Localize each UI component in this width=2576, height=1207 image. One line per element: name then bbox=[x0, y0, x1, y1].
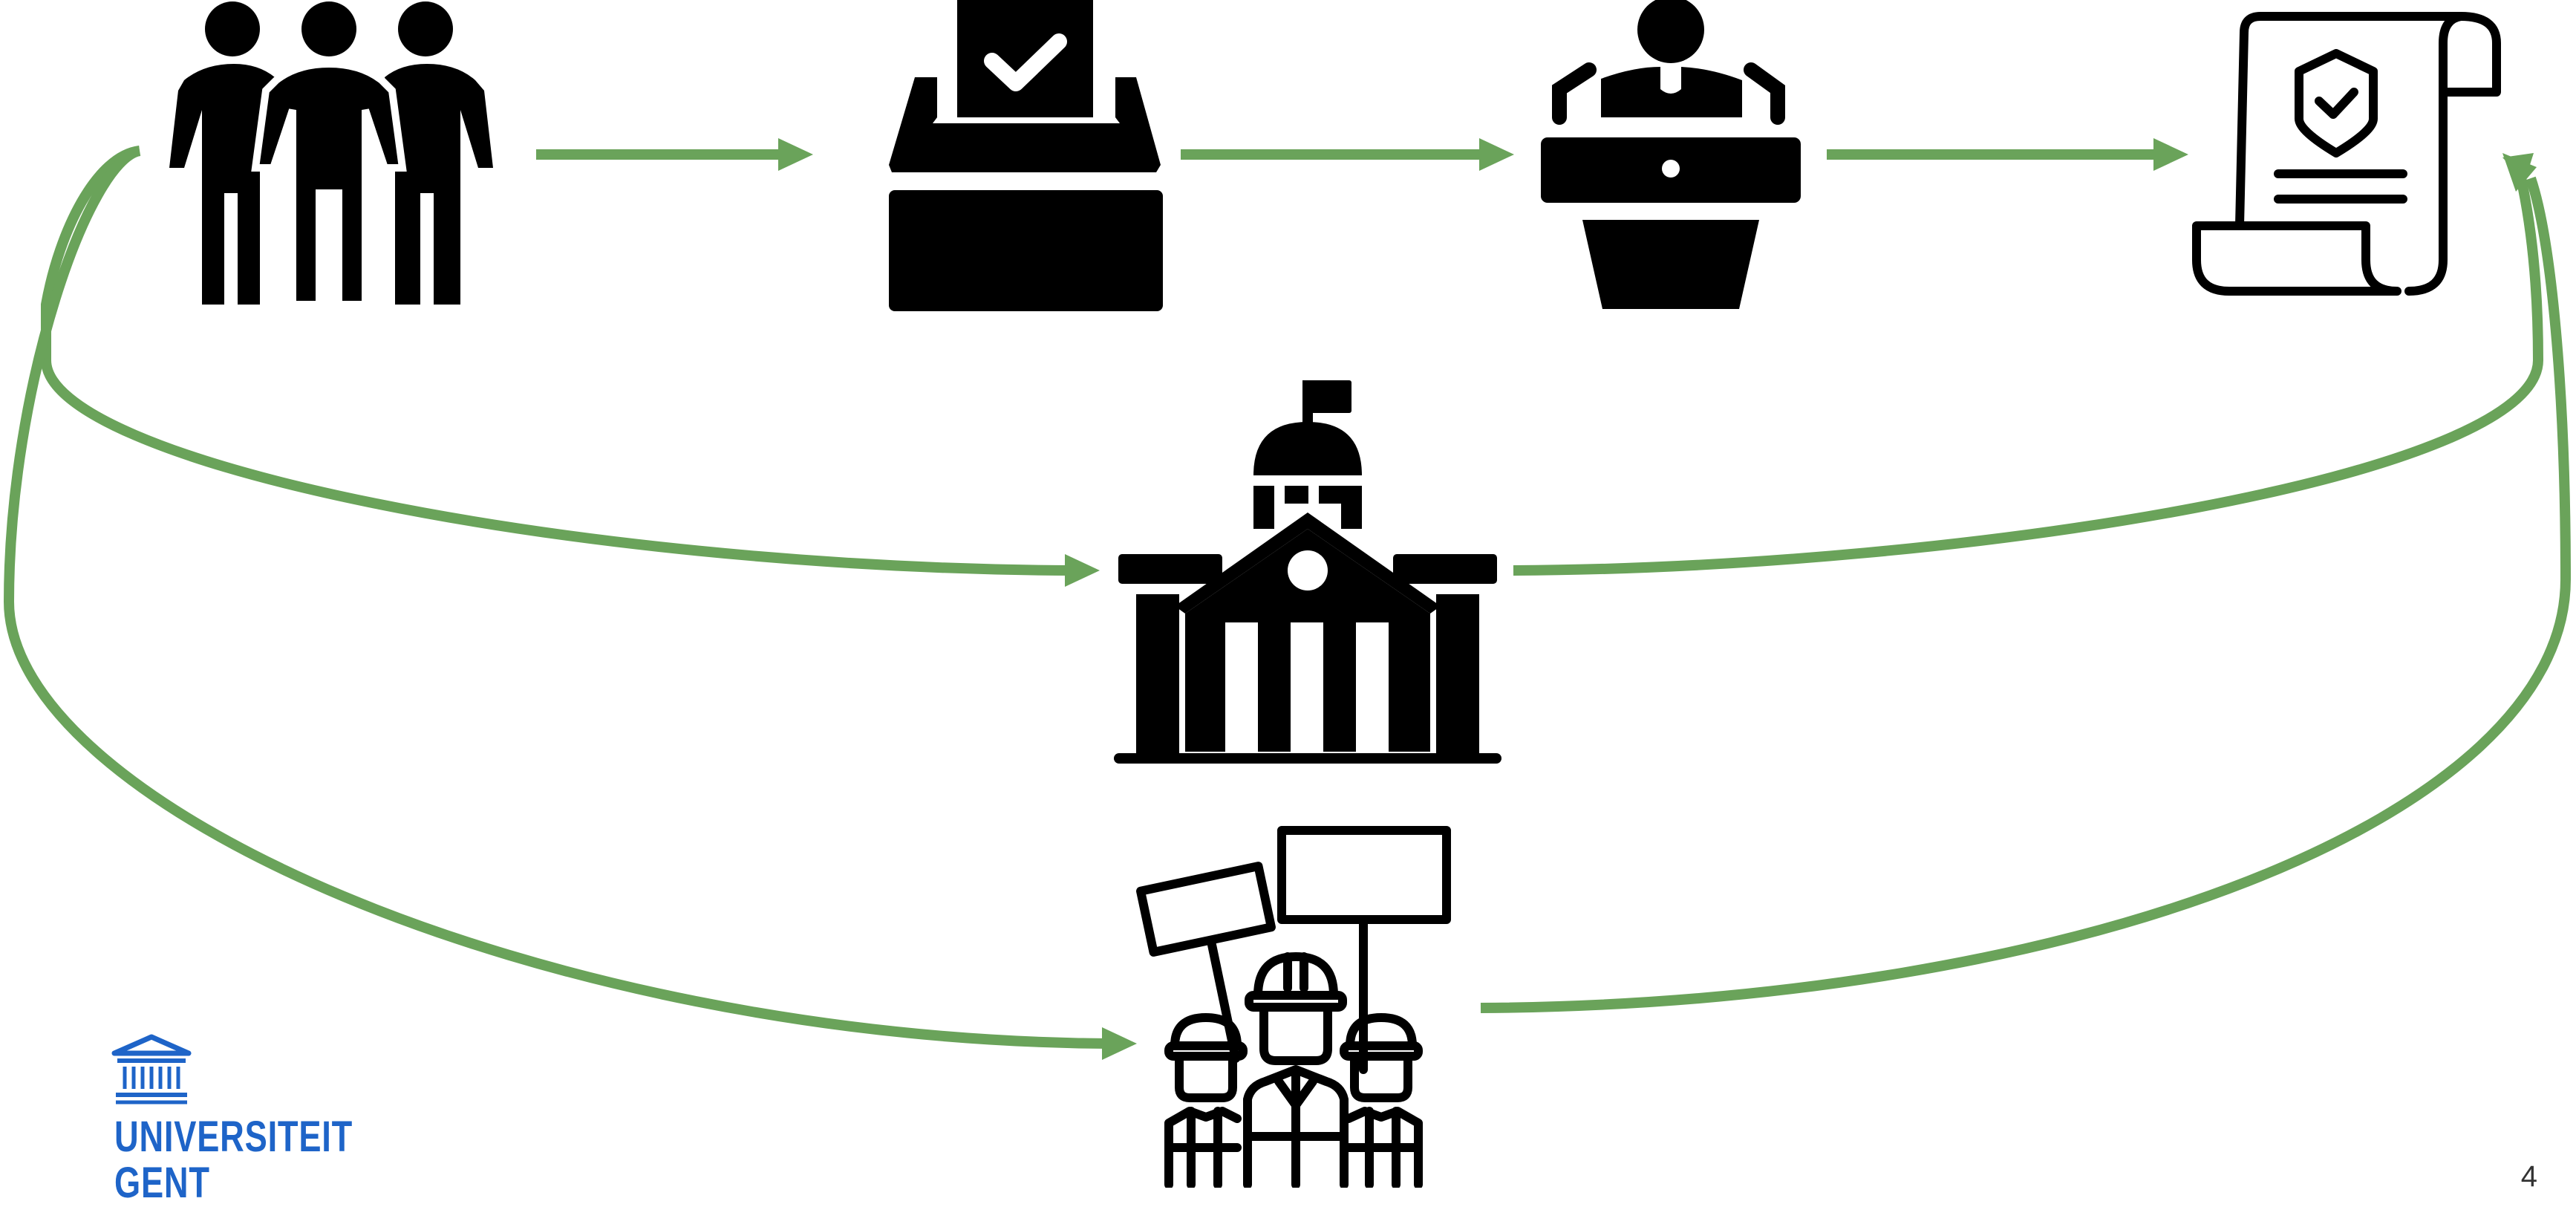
arrows bbox=[3, 138, 2572, 1060]
worker-left-helmet bbox=[1170, 1013, 1242, 1050]
arrowhead-government bbox=[1065, 554, 1100, 587]
scroll-bottom-roll bbox=[2192, 221, 2401, 296]
scroll-shield-check bbox=[2315, 88, 2358, 119]
arrowhead-politician bbox=[1479, 138, 1514, 171]
ballot-check bbox=[984, 33, 1067, 91]
ballot-slot-lid bbox=[889, 77, 1161, 172]
flag-pole bbox=[1302, 380, 1313, 425]
worker-center-helmet-stripe bbox=[1283, 952, 1308, 992]
ballot-box-icon bbox=[889, 0, 1163, 311]
column-1 bbox=[1225, 622, 1258, 753]
person-2-body bbox=[251, 59, 407, 308]
drum-mid-left bbox=[1285, 486, 1308, 504]
arrow-government-to-law bbox=[1513, 177, 2544, 576]
flag bbox=[1304, 380, 1351, 413]
speaker-shoulders bbox=[1601, 67, 1742, 117]
university-logo-text-line2: GENT bbox=[114, 1159, 210, 1207]
arrow-citizens-to-protest bbox=[3, 146, 1111, 1049]
university-logo-text-line1: UNIVERSITEIT bbox=[114, 1113, 353, 1161]
drum-mid-right bbox=[1319, 486, 1343, 504]
worker-right-body bbox=[1344, 1107, 1423, 1188]
page-number: 4 bbox=[2520, 1160, 2537, 1193]
worker-left-helmet-brim bbox=[1164, 1041, 1248, 1061]
drum-right bbox=[1341, 486, 1362, 529]
worker-center-helmet bbox=[1253, 952, 1338, 1000]
dome bbox=[1253, 422, 1362, 475]
worker-right-helmet bbox=[1346, 1013, 1417, 1050]
building-base bbox=[1114, 753, 1501, 764]
wing-right-roof bbox=[1393, 554, 1497, 584]
person-3-head bbox=[398, 1, 453, 56]
arrowhead-protest bbox=[1102, 1027, 1137, 1060]
protest-sign-left-pole bbox=[1207, 940, 1240, 1063]
wing-left bbox=[1136, 594, 1179, 755]
arrow-protest-to-law bbox=[1480, 176, 2572, 1013]
arrowhead-election bbox=[778, 138, 813, 171]
person-1-head bbox=[205, 1, 260, 56]
wing-right bbox=[1436, 594, 1479, 755]
wing-left-roof bbox=[1118, 554, 1222, 584]
drum-left bbox=[1253, 486, 1274, 529]
worker-center-face bbox=[1259, 1003, 1332, 1065]
worker-right-face bbox=[1350, 1052, 1412, 1102]
law-scroll-icon bbox=[2192, 12, 2501, 296]
protesters-icon bbox=[1136, 826, 1451, 1188]
worker-right-helmet-brim bbox=[1340, 1041, 1423, 1061]
protest-sign-left bbox=[1136, 862, 1276, 957]
speaker-podium-icon bbox=[1541, 0, 1801, 309]
podium-base bbox=[1582, 220, 1759, 309]
arrow-citizens-to-government bbox=[41, 146, 1074, 576]
column-3 bbox=[1356, 622, 1389, 753]
worker-left-body bbox=[1164, 1107, 1242, 1188]
arrowhead-law-top bbox=[2153, 138, 2188, 171]
column-2 bbox=[1291, 622, 1323, 753]
scroll-body bbox=[2235, 12, 2465, 296]
protest-sign-right bbox=[1277, 826, 1451, 924]
arrowhead-law-right-2 bbox=[2502, 153, 2534, 181]
worker-left-face bbox=[1175, 1052, 1237, 1102]
person-2-head bbox=[301, 1, 356, 56]
speaker-head bbox=[1637, 0, 1704, 63]
ballot-box-body bbox=[889, 190, 1163, 311]
person-3-body bbox=[385, 64, 493, 305]
government-building-icon bbox=[1114, 380, 1501, 764]
university-logo-icon bbox=[111, 1034, 192, 1104]
people-group-icon bbox=[169, 1, 493, 308]
microphone-left bbox=[1552, 62, 1597, 125]
microphone-right bbox=[1744, 62, 1785, 125]
worker-center-body bbox=[1243, 1065, 1349, 1188]
worker-center-helmet-brim bbox=[1245, 991, 1347, 1012]
person-1-body bbox=[169, 64, 275, 305]
logo-roof bbox=[111, 1034, 192, 1056]
ballot-paper bbox=[957, 0, 1093, 117]
window-round bbox=[1288, 550, 1328, 591]
scroll-top-roll bbox=[2439, 12, 2501, 97]
scroll-shield bbox=[2295, 49, 2378, 157]
podium-emblem bbox=[1662, 160, 1680, 178]
